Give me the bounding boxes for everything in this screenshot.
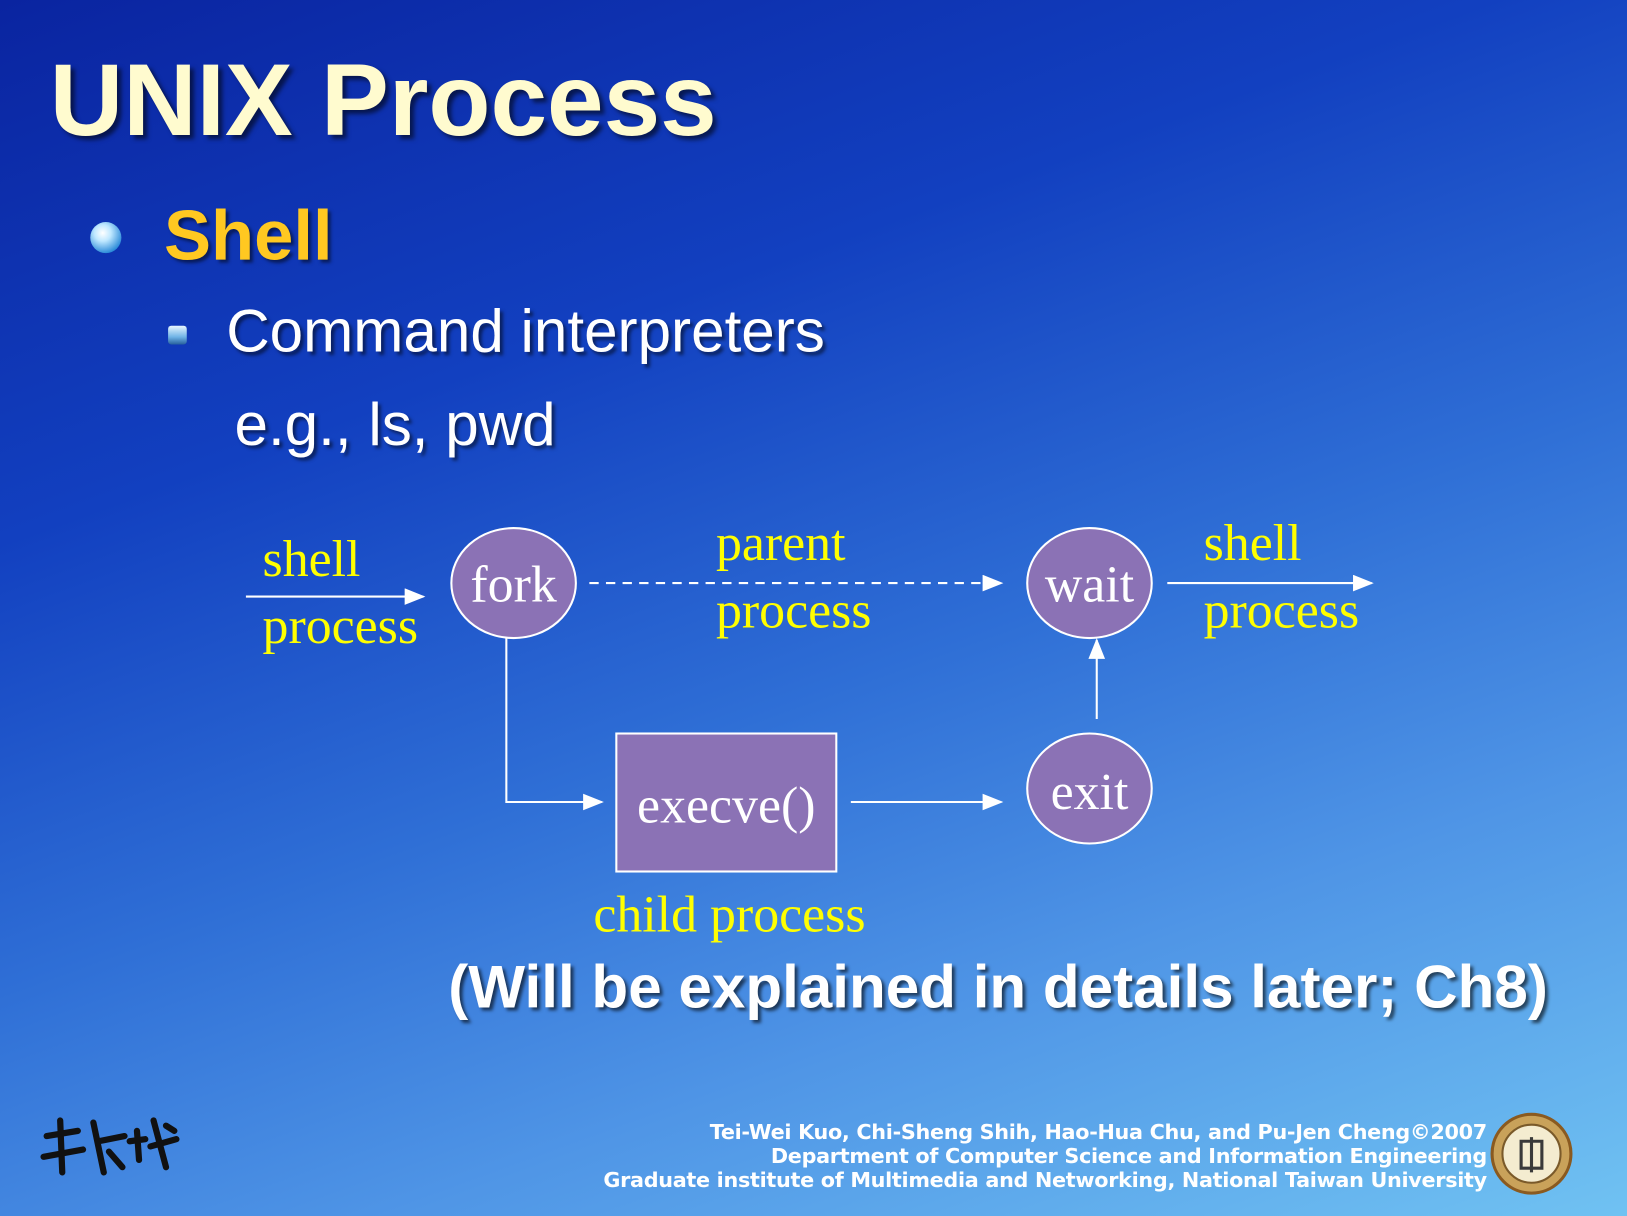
footer-line-institute: Graduate institute of Multimedia and Net… (603, 1167, 1487, 1193)
footer-credits: Tei-Wei Kuo, Chi-Sheng Shih, Hao-Hua Chu… (603, 1119, 1487, 1193)
node-exit (1026, 732, 1153, 845)
label-shell-right: shell (1204, 515, 1302, 572)
university-calligraphy-logo (40, 1117, 180, 1176)
slide-title: UNIX Process (49, 42, 717, 157)
sub-bullet-examples: e.g., ls, pwd (234, 391, 556, 459)
node-execve (615, 732, 838, 873)
node-wait-label: wait (1045, 557, 1135, 614)
node-execve-label: execve() (637, 778, 815, 835)
label-process-right: process (1204, 583, 1360, 640)
note-text: (Will be explained in details later; Ch8… (448, 953, 1548, 1021)
label-parent-process: process (716, 583, 872, 640)
node-fork (450, 527, 577, 640)
bullet-shell: Shell (163, 196, 333, 275)
sub-bullet-command-interpreters: Command interpreters (226, 297, 825, 366)
sub-bullet-icon (168, 325, 187, 345)
node-exit-label: exit (1051, 764, 1129, 821)
label-process-left: process (263, 598, 419, 655)
label-child-process: child process (593, 887, 865, 944)
university-seal-logo (1490, 1112, 1573, 1195)
label-shell-left: shell (263, 531, 361, 588)
bullet-icon (90, 222, 122, 254)
label-parent: parent (716, 515, 846, 572)
arrow-fork-to-execve (505, 638, 604, 811)
footer-line-authors: Tei-Wei Kuo, Chi-Sheng Shih, Hao-Hua Chu… (709, 1119, 1487, 1145)
footer-line-department: Department of Computer Science and Infor… (770, 1143, 1487, 1169)
node-fork-label: fork (470, 557, 556, 614)
